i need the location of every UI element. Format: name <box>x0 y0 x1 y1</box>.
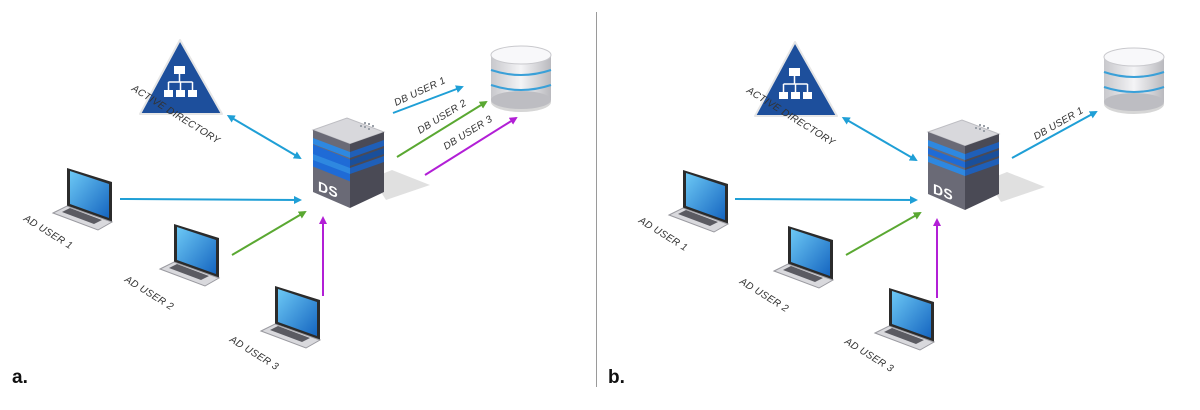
panel-label-b: b. <box>608 367 625 388</box>
laptop-icon <box>772 226 835 289</box>
db-user-1-arrow <box>392 85 464 114</box>
panel-label-a: a. <box>12 367 28 388</box>
server-label: DS <box>933 182 953 205</box>
active-directory-icon <box>754 41 838 117</box>
ad-user-3-label: AD USER 3 <box>842 336 896 375</box>
ad-user-1-label: AD USER 1 <box>636 215 690 254</box>
directory-server-icon <box>926 119 1045 210</box>
ad-user-1-arrow <box>119 195 302 204</box>
directory-server-icon <box>311 117 430 208</box>
ad-user-1-arrow <box>734 195 918 204</box>
ad-user-1-label: AD USER 1 <box>21 213 75 252</box>
db-user-1-label: DB USER 1 <box>1032 105 1086 142</box>
diagram-a: ACTIVE DIRECTORY DS DB USER 1 DB USER 2 … <box>21 39 552 373</box>
panel-divider <box>596 12 597 387</box>
laptop-icon <box>158 224 221 287</box>
active-directory-icon <box>139 39 223 115</box>
ad-user-2-label: AD USER 2 <box>122 274 176 313</box>
database-icon <box>490 45 552 112</box>
database-icon <box>1103 47 1165 114</box>
laptop-icon <box>51 168 114 231</box>
server-label: DS <box>318 179 338 202</box>
ad-user-2-arrow <box>845 212 922 256</box>
diagram-panel-a: ACTIVE DIRECTORY DS DB USER 1 DB USER 2 … <box>0 0 595 405</box>
db-user-2-arrow <box>396 100 488 158</box>
ad-link-arrow <box>226 114 302 160</box>
ad-user-3-label: AD USER 3 <box>227 334 281 373</box>
db-user-3-arrow <box>424 116 518 176</box>
diagram-b: ACTIVE DIRECTORY DS DB USER 1 <box>636 41 1165 375</box>
laptop-icon <box>259 286 322 349</box>
ad-link-arrow <box>841 116 918 162</box>
diagram-panel-b: ACTIVE DIRECTORY DS DB USER 1 <box>600 0 1195 405</box>
db-user-1-arrow <box>1011 111 1098 159</box>
laptop-icon <box>873 288 936 351</box>
ad-user-2-label: AD USER 2 <box>737 276 791 315</box>
ad-user-2-arrow <box>231 210 307 256</box>
laptop-icon <box>667 170 730 233</box>
